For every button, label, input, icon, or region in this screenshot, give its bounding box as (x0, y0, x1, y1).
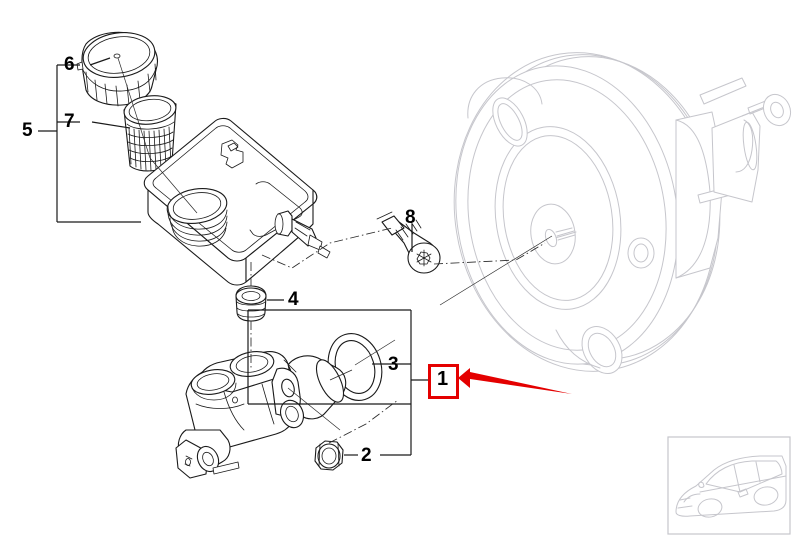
callout-leader-lines (38, 57, 428, 456)
reservoir-cap-part (76, 31, 159, 107)
callout-label-7[interactable]: 7 (64, 111, 75, 132)
brake-booster-ghost (453, 52, 792, 374)
callout-label-6[interactable]: 6 (64, 54, 75, 75)
callout-label-2[interactable]: 2 (361, 445, 372, 466)
assembly-axis-lines (117, 57, 553, 444)
hex-nut-part (314, 440, 344, 471)
callout-label-8[interactable]: 8 (405, 207, 416, 228)
callout-label-4[interactable]: 4 (288, 289, 299, 310)
expansion-tank-part (143, 117, 331, 286)
brake-master-cylinder-part (175, 351, 347, 479)
highlight-arrow (458, 368, 572, 394)
callout-label-1-highlighted[interactable]: 1 (428, 364, 459, 399)
callout-label-3[interactable]: 3 (388, 354, 399, 375)
torx-bolt-part (376, 211, 441, 274)
callout-label-5[interactable]: 5 (22, 120, 33, 141)
vehicle-thumbnail (667, 436, 791, 535)
rubber-grommet-part (235, 285, 267, 322)
